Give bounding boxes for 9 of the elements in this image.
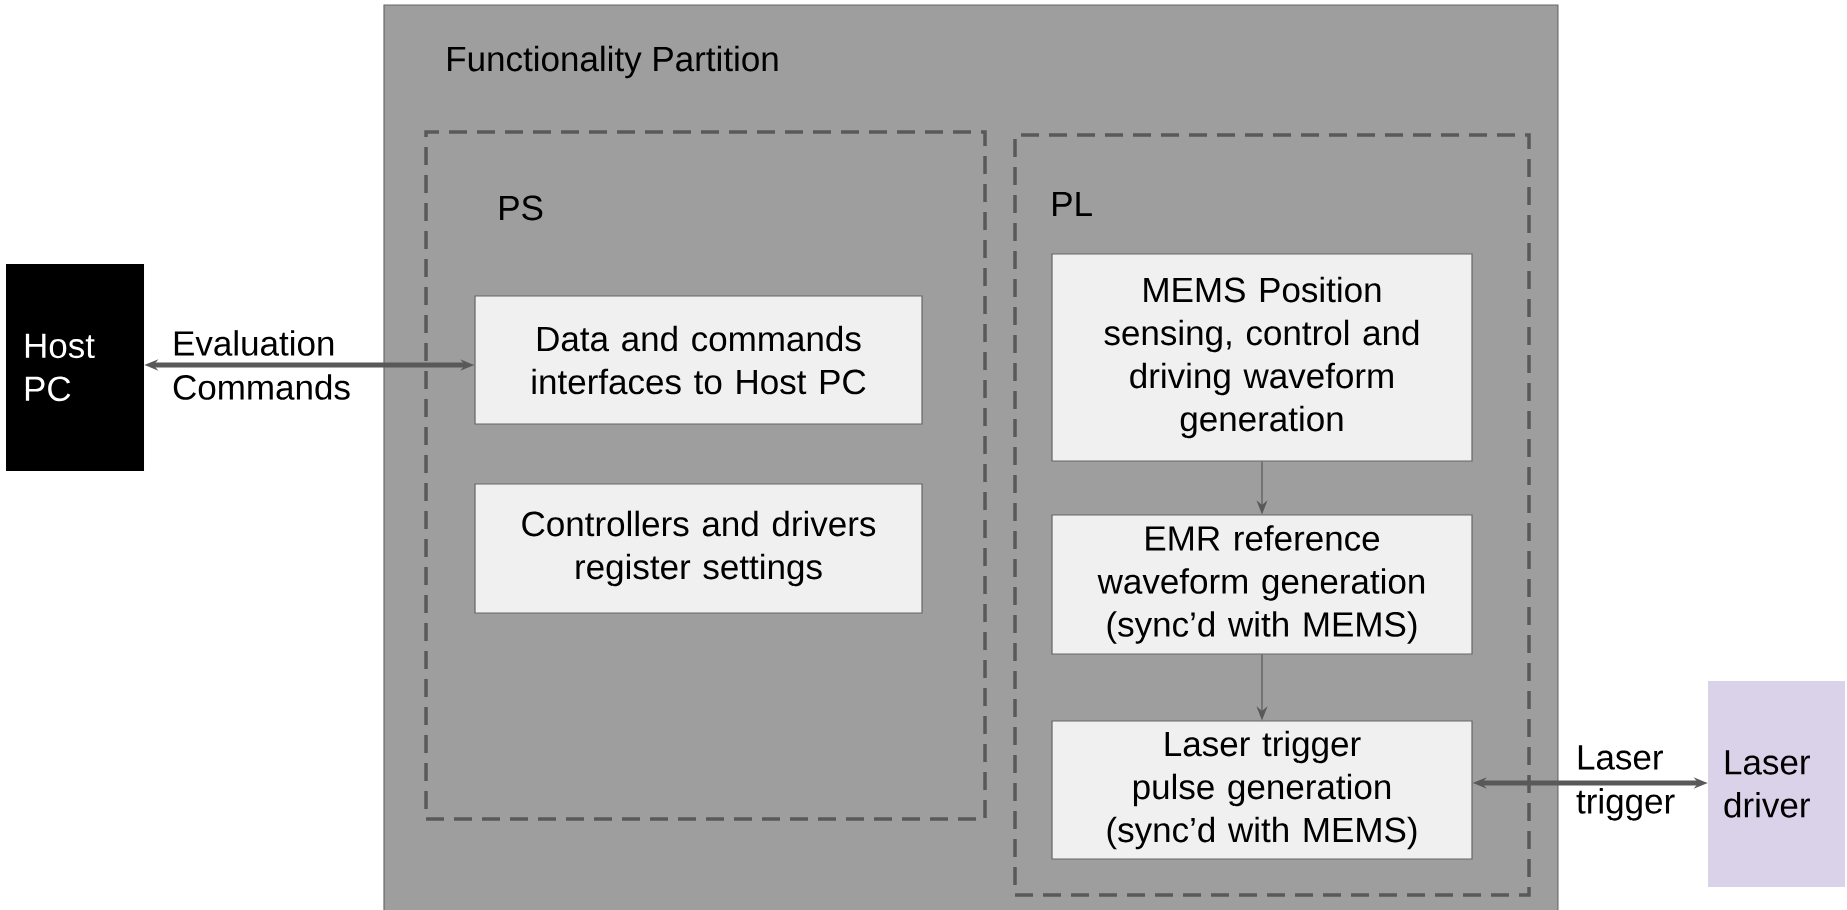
edge-label: Laser trigger xyxy=(1576,745,1675,821)
process-box: Data and commands interfaces to Host PC xyxy=(474,295,923,425)
process-box: MEMS Position sensing, control and driving waveform generation xyxy=(1051,253,1473,462)
host-box: Host PC xyxy=(6,264,144,471)
process-box: Laser trigger pulse generation (sync’d with MEMS) xyxy=(1051,720,1473,860)
driver-box: Laser driver xyxy=(1708,681,1845,887)
process-box: Controllers and drivers register settings xyxy=(474,483,923,614)
process-box: EMR reference waveform generation (sync’d with MEMS) xyxy=(1051,514,1473,655)
edge-label: Evaluation Commands xyxy=(173,330,350,400)
